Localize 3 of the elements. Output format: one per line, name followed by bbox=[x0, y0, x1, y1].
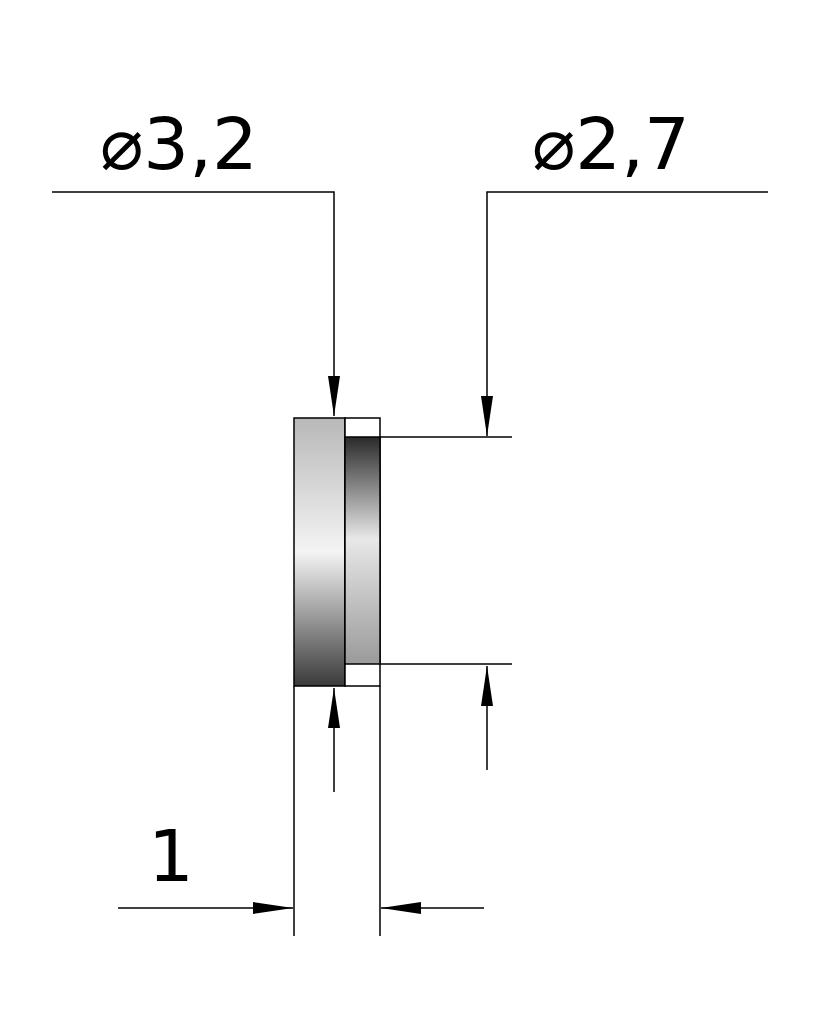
dimension-value: 1 bbox=[148, 820, 194, 892]
dimension-value: ⌀3,2 bbox=[100, 108, 258, 180]
dimension-value: ⌀2,7 bbox=[532, 108, 690, 180]
